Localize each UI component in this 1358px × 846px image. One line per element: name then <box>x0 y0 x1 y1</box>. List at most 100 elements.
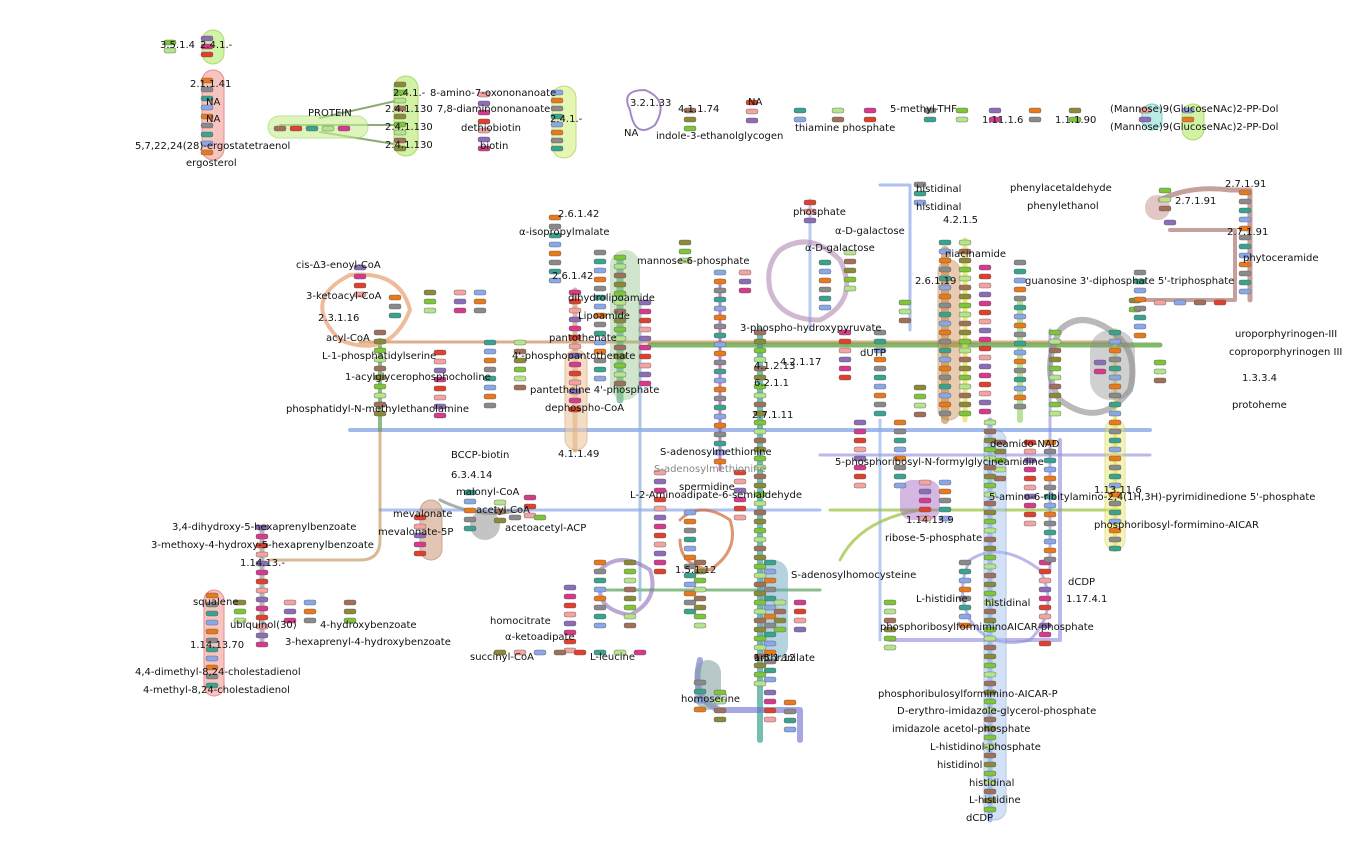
enzyme-node[interactable] <box>513 357 527 364</box>
enzyme-node[interactable] <box>550 129 564 136</box>
enzyme-node[interactable] <box>353 291 367 298</box>
enzyme-node[interactable] <box>753 563 767 570</box>
enzyme-node[interactable] <box>568 379 582 386</box>
enzyme-node[interactable] <box>983 689 997 696</box>
metabolite-label[interactable]: mevalonate-5P <box>378 527 454 538</box>
enzyme-node[interactable] <box>733 514 747 521</box>
enzyme-node[interactable] <box>983 428 997 435</box>
enzyme-node[interactable] <box>1158 205 1172 212</box>
enzyme-node[interactable] <box>978 372 992 379</box>
enzyme-node[interactable] <box>343 599 357 606</box>
enzyme-node[interactable] <box>913 199 927 206</box>
enzyme-node[interactable] <box>1068 116 1082 123</box>
enzyme-node[interactable] <box>1108 482 1122 489</box>
enzyme-node[interactable] <box>393 137 407 144</box>
enzyme-node[interactable] <box>413 523 427 530</box>
enzyme-node[interactable] <box>913 402 927 409</box>
enzyme-node[interactable] <box>853 419 867 426</box>
enzyme-node[interactable] <box>763 586 777 593</box>
enzyme-node[interactable] <box>321 125 335 132</box>
enzyme-node[interactable] <box>983 761 997 768</box>
enzyme-node[interactable] <box>205 592 219 599</box>
enzyme-node[interactable] <box>693 622 707 629</box>
enzyme-node[interactable] <box>693 568 707 575</box>
enzyme-node[interactable] <box>978 309 992 316</box>
enzyme-node[interactable] <box>568 289 582 296</box>
enzyme-node[interactable] <box>613 299 627 306</box>
enzyme-node[interactable] <box>938 479 952 486</box>
enzyme-node[interactable] <box>593 267 607 274</box>
enzyme-node[interactable] <box>818 268 832 275</box>
enzyme-node[interactable] <box>958 293 972 300</box>
enzyme-node[interactable] <box>563 593 577 600</box>
enzyme-node[interactable] <box>713 440 727 447</box>
enzyme-node[interactable] <box>713 716 727 723</box>
enzyme-node[interactable] <box>1181 116 1195 123</box>
enzyme-node[interactable] <box>763 667 777 674</box>
enzyme-node[interactable] <box>593 586 607 593</box>
enzyme-node[interactable] <box>753 572 767 579</box>
enzyme-node[interactable] <box>1023 448 1037 455</box>
enzyme-node[interactable] <box>483 339 497 346</box>
enzyme-node[interactable] <box>433 403 447 410</box>
enzyme-node[interactable] <box>200 86 214 93</box>
metabolite-label[interactable]: 3,4-dihydroxy-5-hexaprenylbenzoate <box>172 522 357 533</box>
enzyme-node[interactable] <box>200 77 214 84</box>
enzyme-label[interactable]: 1.1.1.90 <box>1055 115 1097 126</box>
enzyme-node[interactable] <box>713 323 727 330</box>
metabolite-label[interactable]: succinyl-CoA <box>470 652 534 663</box>
enzyme-node[interactable] <box>1038 622 1052 629</box>
enzyme-node[interactable] <box>623 604 637 611</box>
enzyme-node[interactable] <box>958 338 972 345</box>
enzyme-node[interactable] <box>255 569 269 576</box>
enzyme-node[interactable] <box>803 217 817 224</box>
enzyme-label[interactable]: 6.3.4.14 <box>451 470 493 481</box>
enzyme-node[interactable] <box>683 599 697 606</box>
enzyme-node[interactable] <box>255 605 269 612</box>
enzyme-node[interactable] <box>200 43 214 50</box>
enzyme-node[interactable] <box>763 613 777 620</box>
enzyme-node[interactable] <box>983 482 997 489</box>
enzyme-node[interactable] <box>683 107 697 114</box>
enzyme-node[interactable] <box>1068 107 1082 114</box>
enzyme-node[interactable] <box>938 347 952 354</box>
enzyme-node[interactable] <box>683 572 697 579</box>
enzyme-node[interactable] <box>573 649 587 656</box>
enzyme-node[interactable] <box>938 410 952 417</box>
enzyme-node[interactable] <box>1238 225 1252 232</box>
enzyme-node[interactable] <box>1108 392 1122 399</box>
enzyme-node[interactable] <box>753 680 767 687</box>
enzyme-node[interactable] <box>353 282 367 289</box>
metabolite-label[interactable]: dCDP <box>966 813 994 824</box>
enzyme-node[interactable] <box>463 516 477 523</box>
enzyme-node[interactable] <box>773 608 787 615</box>
enzyme-node[interactable] <box>1108 338 1122 345</box>
enzyme-node[interactable] <box>883 635 897 642</box>
enzyme-node[interactable] <box>983 572 997 579</box>
enzyme-node[interactable] <box>1048 410 1062 417</box>
enzyme-node[interactable] <box>1048 365 1062 372</box>
metabolite-label[interactable]: L-leucine <box>590 652 636 663</box>
enzyme-node[interactable] <box>548 259 562 266</box>
enzyme-node[interactable] <box>593 321 607 328</box>
enzyme-node[interactable] <box>373 365 387 372</box>
enzyme-node[interactable] <box>233 599 247 606</box>
enzyme-node[interactable] <box>513 348 527 355</box>
enzyme-node[interactable] <box>958 266 972 273</box>
enzyme-node[interactable] <box>763 631 777 638</box>
enzyme-node[interactable] <box>918 497 932 504</box>
enzyme-node[interactable] <box>283 599 297 606</box>
enzyme-node[interactable] <box>568 343 582 350</box>
enzyme-node[interactable] <box>1238 216 1252 223</box>
enzyme-node[interactable] <box>1133 287 1147 294</box>
enzyme-node[interactable] <box>753 374 767 381</box>
enzyme-node[interactable] <box>713 341 727 348</box>
enzyme-node[interactable] <box>1013 394 1027 401</box>
enzyme-label[interactable]: 4.2.1.5 <box>943 215 978 226</box>
enzyme-node[interactable] <box>853 437 867 444</box>
enzyme-node[interactable] <box>898 317 912 324</box>
enzyme-node[interactable] <box>653 469 667 476</box>
enzyme-node[interactable] <box>853 446 867 453</box>
enzyme-node[interactable] <box>638 326 652 333</box>
enzyme-node[interactable] <box>1108 446 1122 453</box>
